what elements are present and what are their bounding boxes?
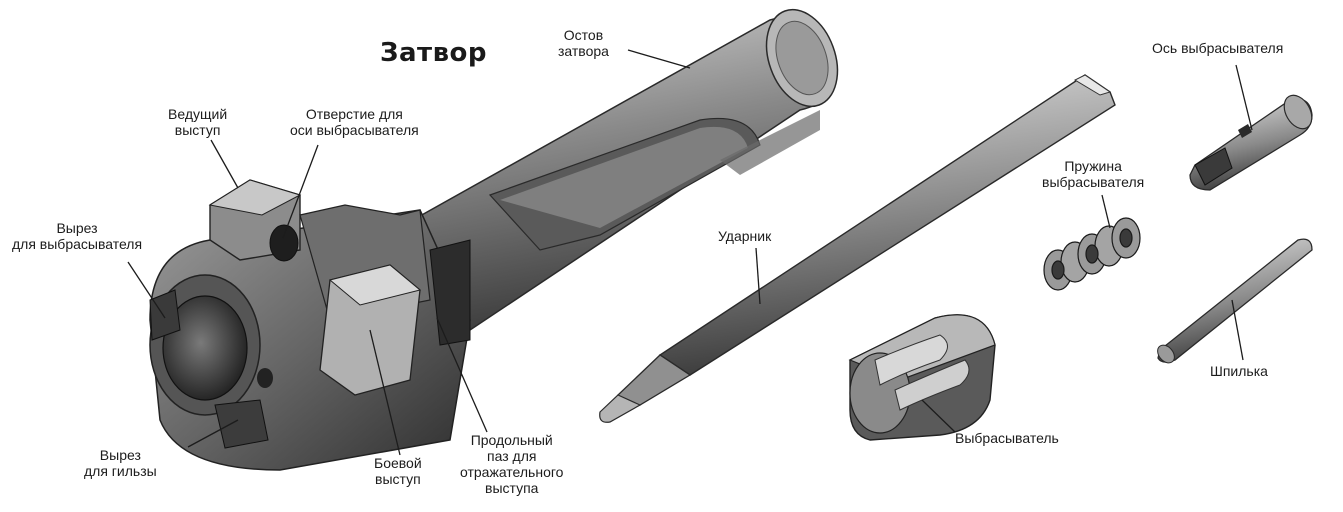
extractor: [848, 314, 996, 441]
leader-extractor-axis-hole: [282, 144, 319, 239]
leader-extractor: [921, 399, 956, 433]
label-longitudinal-groove-line-4: выступа: [485, 480, 539, 496]
label-extractor-spring-line-2: выбрасывателя: [1042, 174, 1145, 190]
leader-extractor-cut: [127, 261, 166, 319]
label-extractor-cut-line-1: Вырез: [56, 220, 98, 236]
label-extractor-axis-hole-line-1: Отверстие для: [305, 106, 403, 122]
label-case-cut-line-1: Вырез: [99, 447, 141, 463]
label-guide-lug: Ведущий выступ: [168, 106, 227, 138]
label-bolt-body-line-2: затвора: [558, 43, 609, 59]
label-pin: Шпилька: [1210, 363, 1268, 379]
label-longitudinal-groove: Продольный паз для отражательного выступ…: [460, 432, 563, 496]
label-longitudinal-groove-line-1: Продольный: [470, 432, 553, 448]
label-longitudinal-groove-line-2: паз для: [487, 448, 537, 464]
label-firing-pin: Ударник: [718, 228, 772, 244]
leader-guide-lug: [210, 139, 239, 189]
label-extractor-axis: Ось выбрасывателя: [1152, 40, 1284, 56]
leader-pin: [1231, 299, 1244, 361]
leader-extractor-spring: [1101, 194, 1111, 229]
label-extractor: Выбрасыватель: [955, 430, 1059, 446]
label-extractor-axis-hole: Отверстие для оси выбрасывателя: [290, 106, 419, 138]
bolt-head: [149, 179, 471, 471]
label-longitudinal-groove-line-3: отражательного: [460, 464, 564, 480]
label-guide-lug-line-1: Ведущий: [168, 106, 228, 122]
diagram-title: Затвор: [380, 38, 488, 68]
label-case-cut: Вырез для гильзы: [84, 447, 157, 479]
label-guide-lug-line-2: выступ: [174, 122, 221, 138]
extractor-spring: [1043, 217, 1141, 291]
label-bolt-body-line-1: Остов: [563, 27, 604, 43]
label-bolt-body: Остов затвора: [558, 27, 609, 59]
leader-extractor-axis: [1235, 64, 1253, 131]
leader-firing-pin: [755, 247, 761, 305]
label-locking-lug-line-2: выступ: [375, 471, 421, 487]
leader-case-cut: [187, 419, 239, 448]
label-extractor-spring-line-1: Пружина: [1064, 158, 1122, 174]
pin: [1157, 238, 1313, 364]
label-extractor-cut: Вырез для выбрасывателя: [12, 220, 142, 252]
label-extractor-axis-hole-line-2: оси выбрасывателя: [290, 122, 419, 138]
bolt-body: [393, 8, 839, 332]
label-locking-lug: Боевой выступ: [374, 455, 422, 487]
label-case-cut-line-2: для гильзы: [84, 463, 157, 479]
firing-pin: [599, 74, 1116, 423]
leader-longitudinal-groove: [436, 317, 488, 433]
label-extractor-cut-line-2: для выбрасывателя: [12, 236, 143, 252]
leader-locking-lug: [369, 329, 401, 456]
label-locking-lug-line-1: Боевой: [374, 455, 422, 471]
extractor-axis: [1189, 94, 1313, 191]
leader-lines: [127, 49, 1253, 456]
label-extractor-spring: Пружина выбрасывателя: [1042, 158, 1144, 190]
leader-bolt-body: [627, 49, 691, 69]
